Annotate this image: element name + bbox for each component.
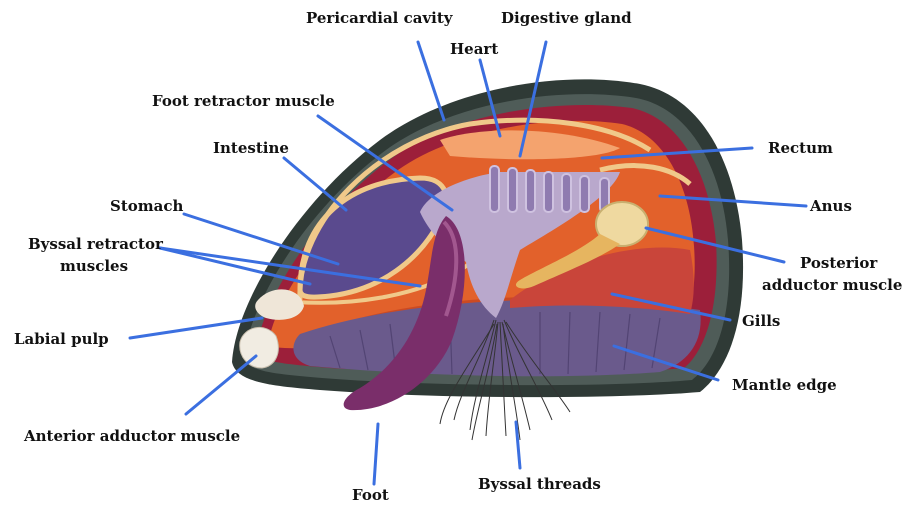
leader-foot bbox=[374, 424, 378, 484]
leader-pericardial-cavity bbox=[418, 42, 444, 120]
label-anterior-adductor-muscle: Anterior adductor muscle bbox=[23, 427, 240, 445]
label-gills: Gills bbox=[742, 312, 780, 330]
label-digestive-gland: Digestive gland bbox=[501, 9, 632, 27]
leader-anterior-adductor bbox=[186, 356, 256, 414]
label-foot-retractor-muscle: Foot retractor muscle bbox=[152, 92, 335, 110]
label-intestine: Intestine bbox=[213, 139, 289, 157]
label-byssal-retractor-muscles-line1: Byssal retractor bbox=[28, 235, 164, 253]
mussel-illustration bbox=[232, 79, 743, 440]
label-posterior-adductor-muscle-line2: adductor muscle bbox=[762, 276, 902, 294]
leader-byssal-threads bbox=[516, 422, 520, 468]
label-labial-pulp: Labial pulp bbox=[14, 330, 109, 348]
label-byssal-threads: Byssal threads bbox=[478, 475, 601, 493]
label-mantle-edge: Mantle edge bbox=[732, 376, 837, 394]
label-foot: Foot bbox=[352, 486, 389, 504]
label-byssal-retractor-muscles-line2: muscles bbox=[60, 257, 128, 275]
label-pericardial-cavity: Pericardial cavity bbox=[306, 9, 454, 27]
label-posterior-adductor-muscle-line1: Posterior bbox=[800, 254, 878, 272]
label-stomach: Stomach bbox=[110, 197, 183, 215]
label-rectum: Rectum bbox=[768, 139, 833, 157]
label-anus: Anus bbox=[809, 197, 852, 215]
label-heart: Heart bbox=[450, 40, 498, 58]
